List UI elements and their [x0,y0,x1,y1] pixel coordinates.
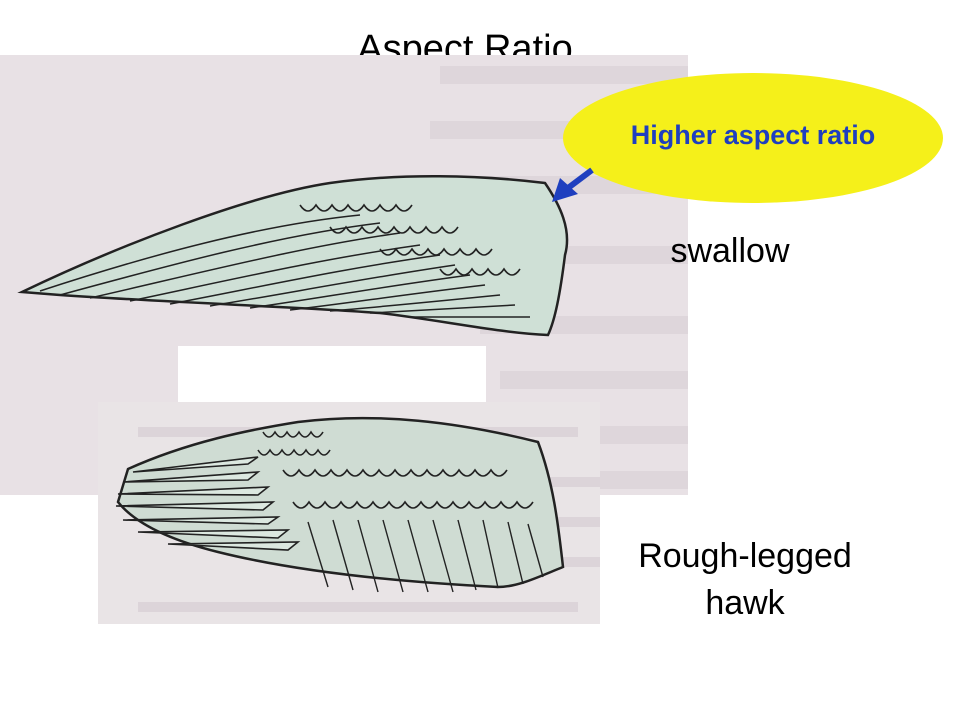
hawk-label-line1: Rough-legged [638,537,852,575]
swallow-label: swallow [670,232,790,270]
callout-arrow-shaft [566,167,594,191]
hawk-wing-image [98,402,600,624]
hawk-label: Rough-legged hawk [600,533,890,627]
callout-ellipse [563,73,943,203]
callout-arrow-head [552,178,578,202]
hawk-wing-drawing [115,416,600,612]
hawk-label-line2: hawk [705,584,785,622]
callout-text: Higher aspect ratio [630,120,876,150]
white-mask-box [178,346,486,402]
